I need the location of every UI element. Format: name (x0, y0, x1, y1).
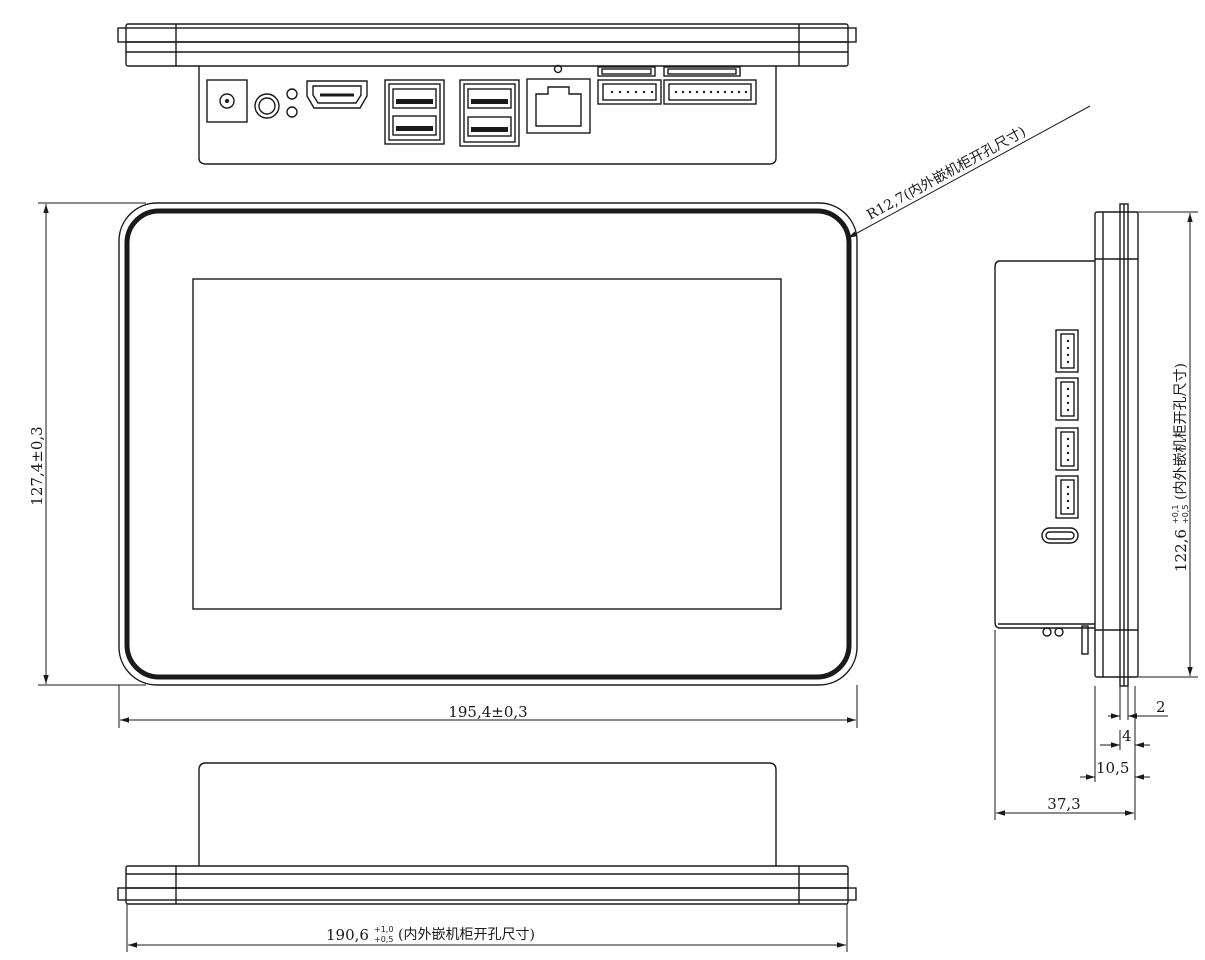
top-view (117, 23, 857, 165)
corner-radius-label: R12,7(内外嵌机柜开孔尺寸) (864, 124, 1029, 224)
ethernet-port (526, 64, 591, 134)
front-view (118, 202, 858, 686)
bottom-view (117, 762, 857, 905)
cutout-width-label: 190,6 (326, 926, 369, 944)
display-area (192, 278, 782, 610)
audio-jack-port (254, 93, 280, 119)
side-connectors (1041, 329, 1089, 655)
frame-depth-label: 4 (1122, 727, 1132, 745)
bottom-view-bezel (117, 865, 857, 905)
cutout-width-tol-lower: +0,5 (374, 935, 393, 944)
side-view (994, 203, 1139, 687)
front-bezel-inner (124, 208, 852, 680)
dc-jack-port (206, 79, 248, 123)
cutout-width-dimension: 190,6 +1,0 +0,5 (内外嵌机柜开孔尺寸) (126, 904, 848, 952)
side-depth-dimensions: 2 4 10,5 37,3 (994, 630, 1168, 820)
top-view-body (198, 66, 777, 165)
usb-port-stack-1 (384, 79, 445, 145)
usb-port-stack-2 (459, 79, 520, 147)
front-height-label: 127,4±0,3 (28, 426, 46, 505)
cutout-width-tol-upper: +1,0 (374, 925, 393, 934)
front-to-panel-label: 10,5 (1096, 759, 1129, 777)
bottom-view-body (198, 762, 777, 866)
front-width-label: 195,4±0,3 (448, 703, 527, 721)
cutout-height-label: 122,6 (1172, 529, 1190, 572)
corner-radius-callout: R12,7(内外嵌机柜开孔尺寸) (847, 105, 1091, 239)
total-depth-label: 37,3 (1047, 795, 1080, 813)
hdmi-port (306, 80, 368, 109)
bezel-thickness-label: 2 (1156, 698, 1166, 716)
side-view-bezel (1094, 203, 1139, 687)
side-view-body (994, 260, 1095, 629)
pin-header-large (663, 66, 757, 105)
front-width-dimension: 195,4±0,3 (118, 685, 858, 728)
cutout-height-tol-upper: +0,1 (1171, 505, 1180, 524)
front-height-dimension: 127,4±0,3 (28, 202, 146, 686)
cutout-height-dimension: 122,6 +0,1 +0,5 (内外嵌机柜开孔尺寸) (1128, 211, 1198, 678)
top-view-bezel (117, 23, 857, 67)
cutout-width-note: (内外嵌机柜开孔尺寸) (398, 927, 535, 943)
cutout-height-note: (内外嵌机柜开孔尺寸) (1173, 363, 1189, 500)
front-bezel-outer (118, 202, 858, 686)
pin-header-small (597, 66, 662, 105)
indicator-led (286, 88, 298, 118)
cutout-height-tol-lower: +0,5 (1181, 505, 1190, 524)
